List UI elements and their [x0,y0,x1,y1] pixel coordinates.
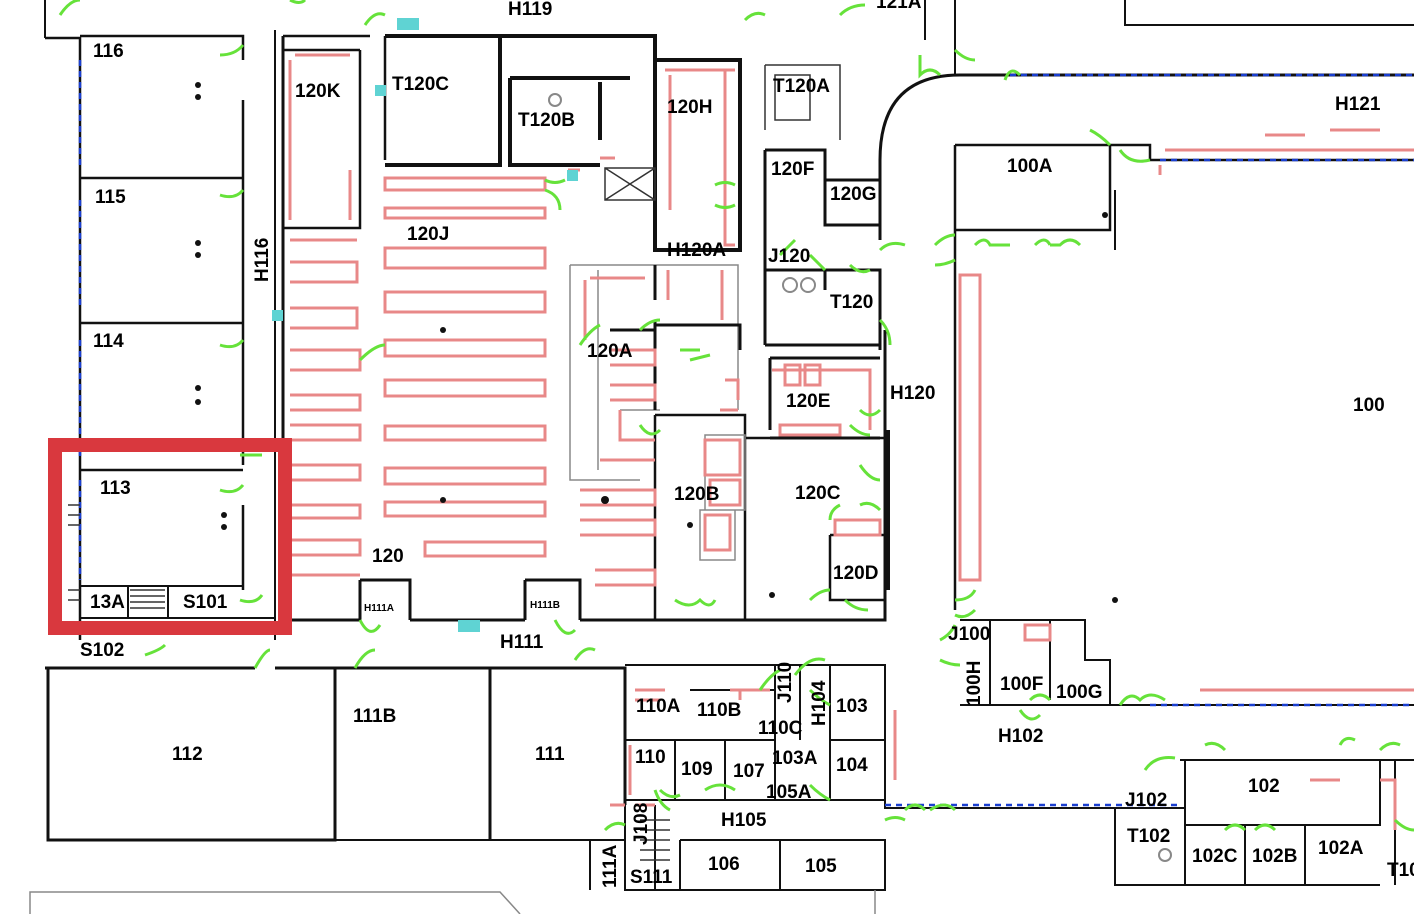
room-label-106: 106 [708,854,740,875]
room-label-100h: 100H [964,661,985,706]
room-label-h120a: H120A [667,240,726,261]
room-label-h102: H102 [998,726,1043,747]
room-label-120g: 120G [830,184,876,205]
room-label-100: 100 [1353,395,1385,416]
room-label-h111a: H111A [364,603,394,614]
room-label-102b: 102B [1252,846,1297,867]
room-label-103a: 103A [772,748,818,769]
room-label-h111: H111 [500,632,544,653]
room-label-13a: 13A [90,592,125,613]
room-label-107: 107 [733,761,765,782]
room-label-111: 111 [535,744,565,765]
room-label-h116: H116 [252,238,273,282]
room-label-102c: 102C [1192,846,1238,867]
markers [195,18,1172,862]
room-label-102a: 102A [1318,838,1364,859]
room-label-114: 114 [93,331,124,352]
room-label-j102: J102 [1125,790,1167,811]
room-label-120k: 120K [295,81,341,102]
room-label-s102: S102 [80,640,124,661]
room-label-105: 105 [805,856,837,877]
room-label-121a: 121A [876,0,922,13]
room-label-110: 110 [635,747,666,768]
doors [58,0,1414,832]
room-label-120: 120 [372,546,404,567]
room-label-t10: T10 [1387,860,1414,881]
room-label-t102: T102 [1127,826,1170,847]
room-label-h104: H104 [809,680,830,726]
room-label-120b: 120B [674,484,719,505]
room-label-h105: H105 [721,810,767,831]
room-label-t120c: T120C [392,74,449,95]
room-label-h119: H119 [508,0,552,20]
room-label-105a: 105A [766,782,812,803]
room-label-h121: H121 [1335,94,1381,115]
room-label-110a: 110A [636,696,681,717]
room-label-120j: 120J [407,224,449,245]
room-label-j110: J110 [775,662,796,703]
room-label-120f: 120F [771,159,814,180]
room-label-100g: 100G [1056,682,1102,703]
room-label-116: 116 [93,41,124,62]
room-label-s101: S101 [183,592,228,613]
room-label-h111b: H111B [530,600,560,611]
room-label-j100: J100 [948,624,990,645]
room-label-113: 113 [100,478,131,499]
room-label-104: 104 [836,755,868,776]
room-label-111a: 111A [600,844,621,888]
room-label-s111: S111 [630,867,673,888]
room-label-109: 109 [681,759,713,780]
room-label-t120b: T120B [518,110,575,131]
room-label-120c: 120C [795,483,841,504]
room-label-j108: J108 [631,803,652,845]
room-labels: H119 121A 116 115 114 113 13A S101 S102 … [80,0,1414,888]
room-label-110c: 110C [758,718,803,739]
room-label-100f: 100F [1000,674,1043,695]
room-label-111b: 111B [353,706,396,727]
room-label-112: 112 [172,744,203,765]
room-label-103: 103 [836,696,868,717]
room-label-120d: 120D [833,563,878,584]
fixtures [288,53,1414,830]
room-label-j120: J120 [768,246,810,267]
room-label-115: 115 [95,187,126,208]
room-label-110b: 110B [697,700,741,721]
room-label-100a: 100A [1007,156,1053,177]
room-label-102: 102 [1248,776,1280,797]
room-label-t120: T120 [830,292,873,313]
room-label-120h: 120H [667,97,712,118]
walls [29,0,1414,914]
room-label-120a: 120A [587,341,633,362]
room-label-120e: 120E [786,391,830,412]
highlight-box [48,438,292,635]
room-label-h120: H120 [890,383,935,404]
room-label-t120a: T120A [773,76,830,97]
